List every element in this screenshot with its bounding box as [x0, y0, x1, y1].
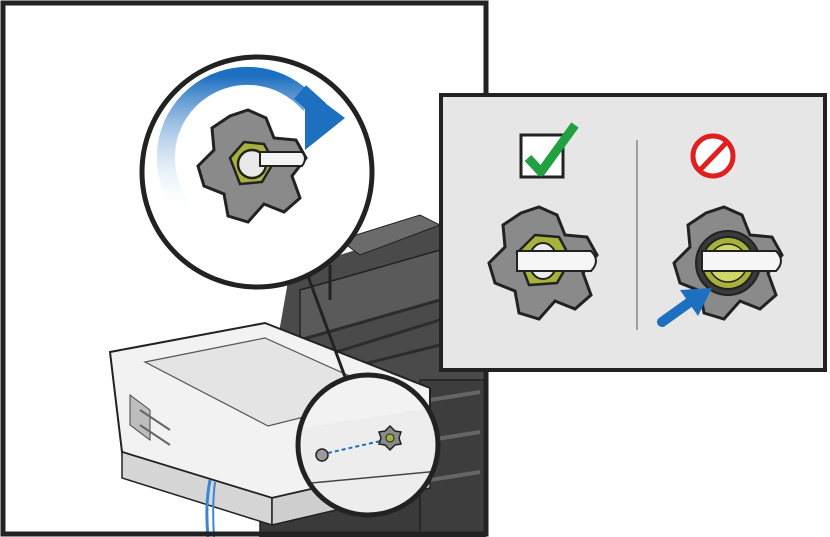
zoom-callout-circle: [142, 57, 372, 287]
prohibited-sign-icon: [693, 136, 733, 176]
comparison-panel: [441, 95, 825, 370]
screw-icon: [316, 449, 328, 461]
